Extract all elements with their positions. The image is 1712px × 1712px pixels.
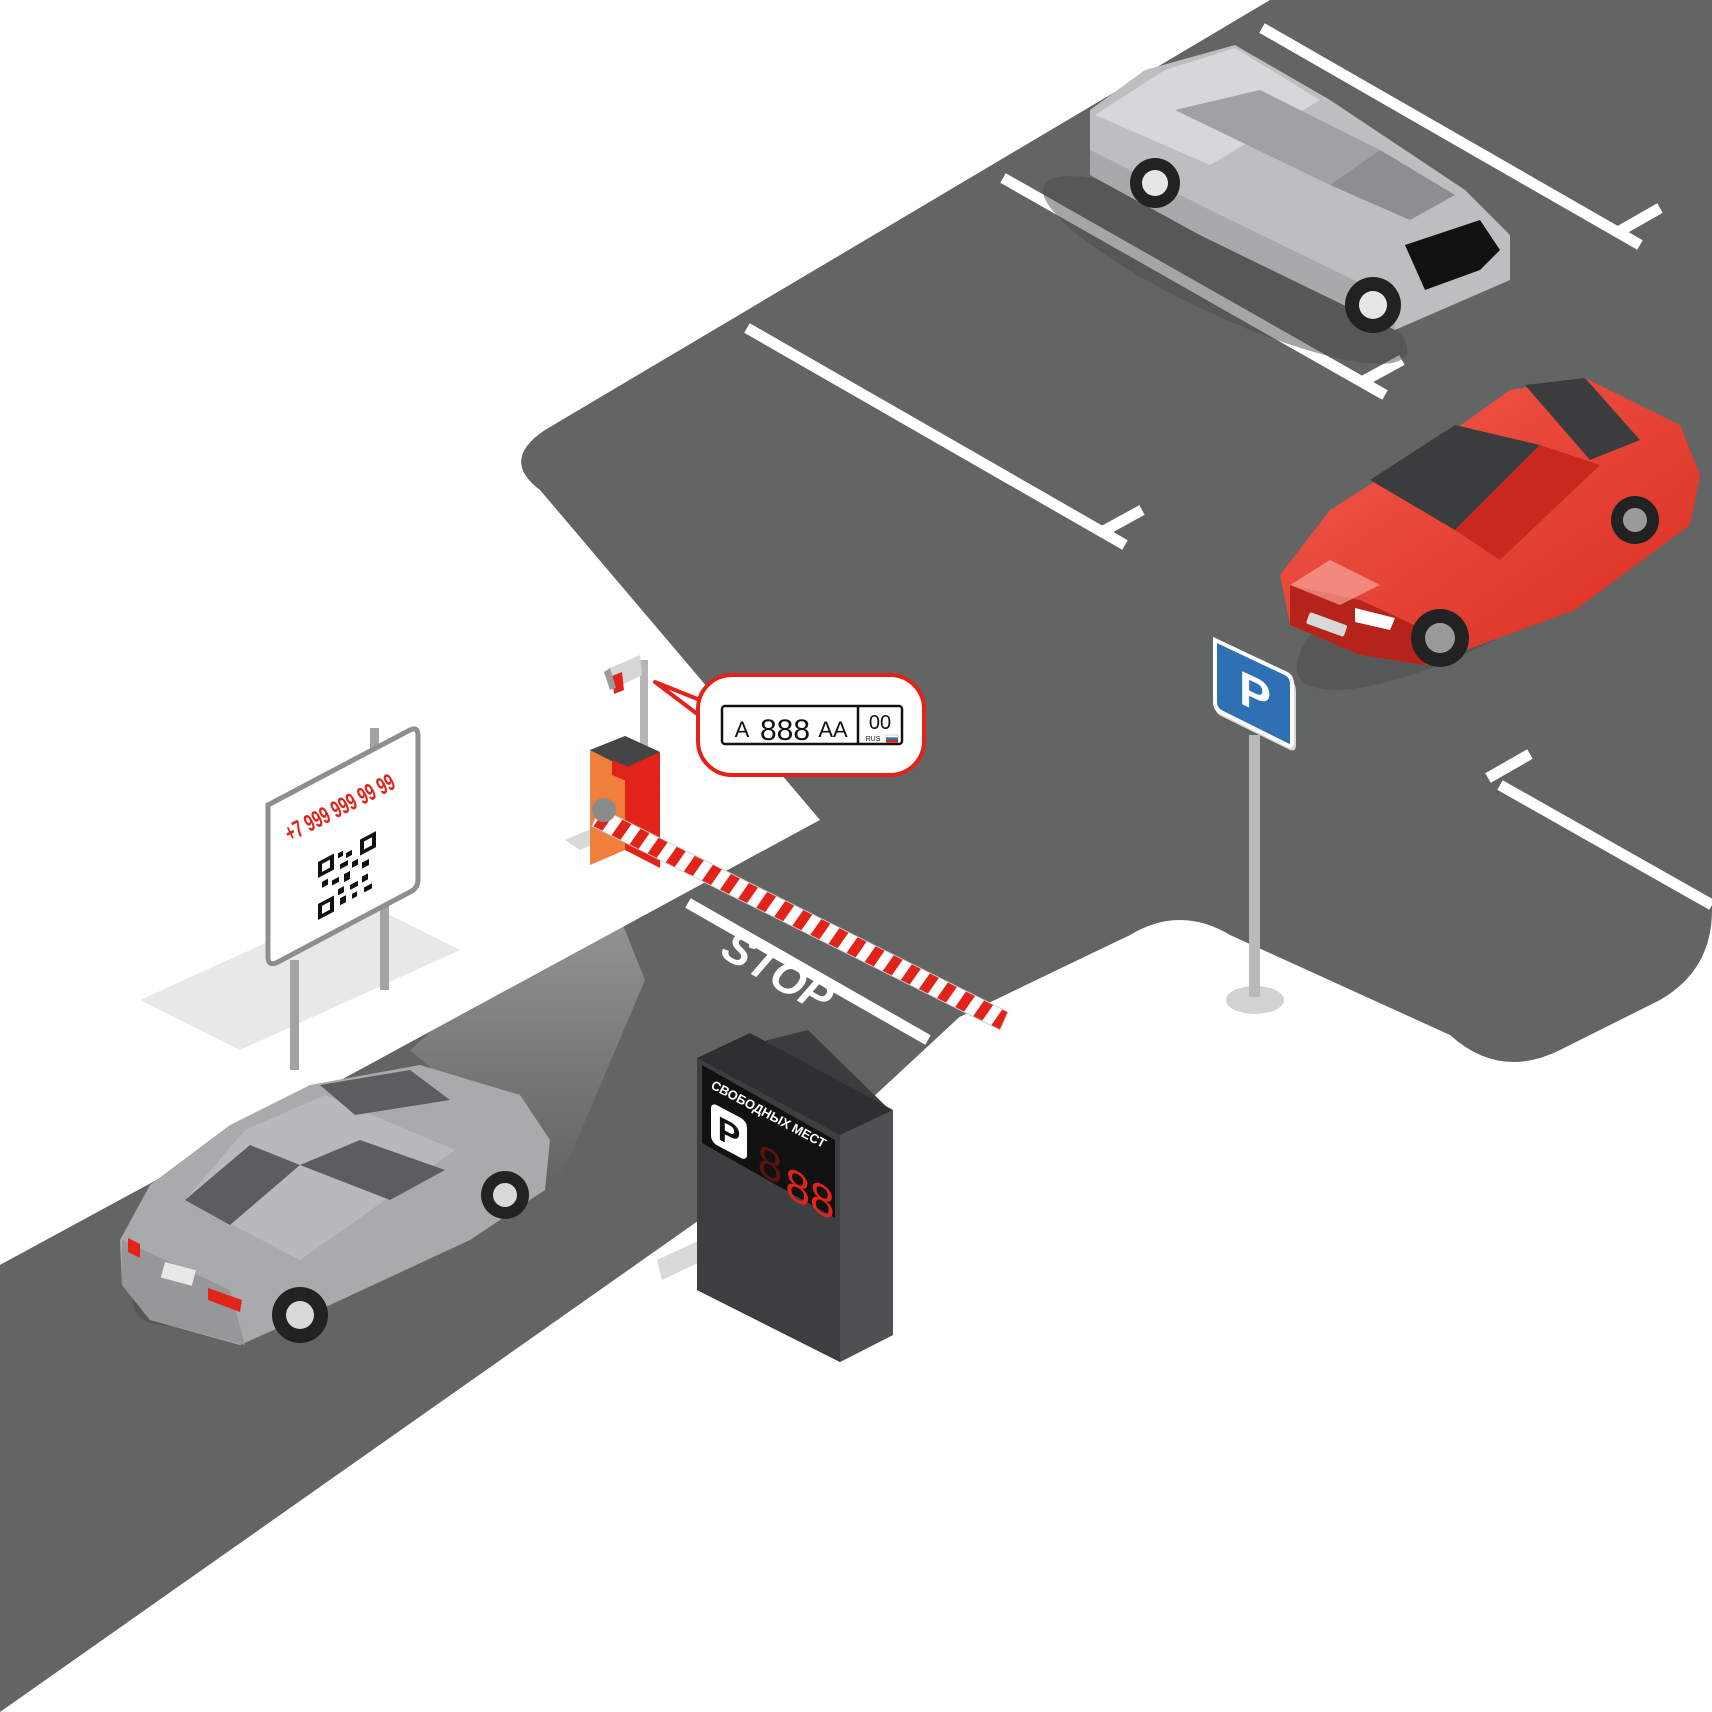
license-plate: A 888 AA 00 RUS [720, 704, 904, 747]
billboard: +7 999 999 99 99 [140, 726, 460, 1070]
billboard-panel [265, 726, 421, 967]
parked-silver-hatchback [1042, 45, 1510, 364]
russian-flag-icon [885, 734, 899, 743]
parking-sign-plate [1213, 636, 1294, 748]
display-panel [702, 1065, 835, 1218]
plate-series-suffix: AA [818, 717, 848, 742]
plate-series-letter: A [735, 717, 750, 742]
barrier-gate [565, 660, 1009, 1031]
plate-region: 00 [869, 712, 891, 734]
camera-light-beam [410, 880, 645, 1180]
free-spaces-display: СВОБОДНЫХ МЕСТ P 8 88 [657, 1030, 893, 1362]
parked-red-sedan [1280, 378, 1700, 690]
plate-country: RUS [866, 736, 881, 743]
display-p-badge [711, 1104, 747, 1159]
barrier-boom [591, 807, 1009, 1031]
display-p-letter: P [718, 1108, 741, 1158]
plate-recognition-bubble: A 888 AA 00 RUS [653, 673, 926, 777]
qr-code-icon [318, 831, 376, 920]
approaching-silver-sedan [120, 1065, 550, 1345]
parking-sign: P [1213, 636, 1296, 1014]
plate-digits: 888 [760, 714, 810, 747]
anpr-camera-icon [604, 655, 648, 694]
